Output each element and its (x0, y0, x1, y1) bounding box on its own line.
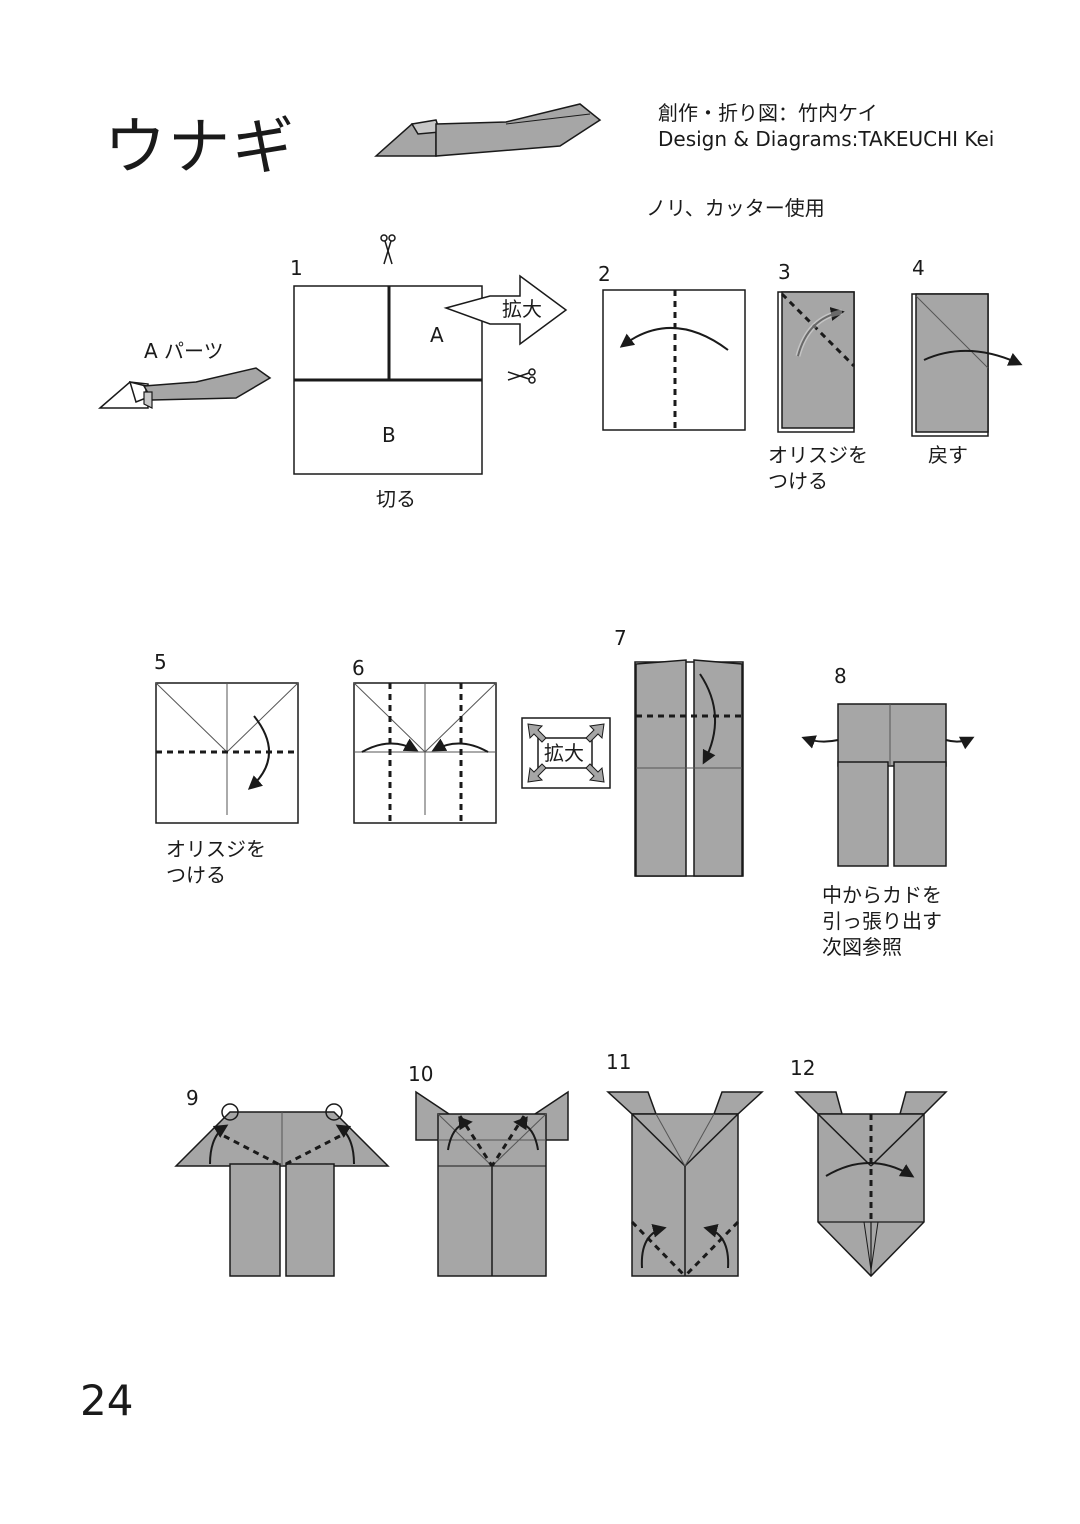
step-number-1: 1 (290, 256, 303, 280)
step-number-11: 11 (606, 1050, 632, 1074)
step9-diagram (174, 1103, 390, 1277)
part-a-label: A (430, 323, 444, 347)
materials-note: ノリ、カッター使用 (646, 196, 825, 220)
step-number-9: 9 (186, 1086, 199, 1110)
step-number-3: 3 (778, 260, 791, 284)
step7-diagram (634, 659, 744, 877)
step3-caption: オリスジを つける (768, 443, 868, 493)
scissors-icon (507, 368, 536, 384)
page-title: ウナギ (104, 110, 297, 183)
page-number: 24 (80, 1376, 134, 1425)
step1-caption: 切る (376, 487, 416, 511)
step-number-7: 7 (614, 626, 627, 650)
step-number-4: 4 (912, 256, 925, 280)
step10-diagram (415, 1090, 569, 1277)
step8-diagram (801, 703, 975, 867)
scissors-icon (380, 234, 396, 265)
credit-japanese: 創作・折り図：竹内ケイ (658, 101, 878, 125)
step6-diagram (353, 682, 497, 824)
step-number-6: 6 (352, 656, 365, 680)
step-number-12: 12 (790, 1056, 816, 1080)
eel-model-header (374, 103, 602, 157)
enlarge-label: 拡大 (502, 297, 542, 321)
enlarge-box-label: 拡大 (544, 741, 584, 765)
step-number-5: 5 (154, 650, 167, 674)
part-b-label: B (382, 423, 396, 447)
step8-caption: 中からカドを 引っ張り出す 次図参照 (822, 883, 942, 959)
step-number-10: 10 (408, 1062, 434, 1086)
enlarge-box (521, 717, 611, 789)
step5-caption: オリスジを つける (166, 837, 266, 887)
step1-diagram (293, 234, 568, 475)
credit-english: Design & Diagrams:TAKEUCHI Kei (658, 127, 995, 151)
step5-diagram (155, 682, 299, 824)
step4-diagram (911, 293, 1023, 437)
step-number-8: 8 (834, 664, 847, 688)
eel-model-a-parts (97, 367, 272, 409)
step12-diagram (794, 1091, 948, 1278)
step-number-2: 2 (598, 262, 611, 286)
step11-diagram (606, 1091, 764, 1278)
enlarge-arrow (443, 274, 568, 346)
step3-diagram (777, 291, 856, 433)
credits: 創作・折り図：竹内ケイ Design & Diagrams:TAKEUCHI K… (658, 100, 994, 152)
step2-diagram (602, 289, 746, 431)
a-parts-label: A パーツ (144, 339, 224, 363)
step4-caption: 戻す (928, 443, 968, 467)
